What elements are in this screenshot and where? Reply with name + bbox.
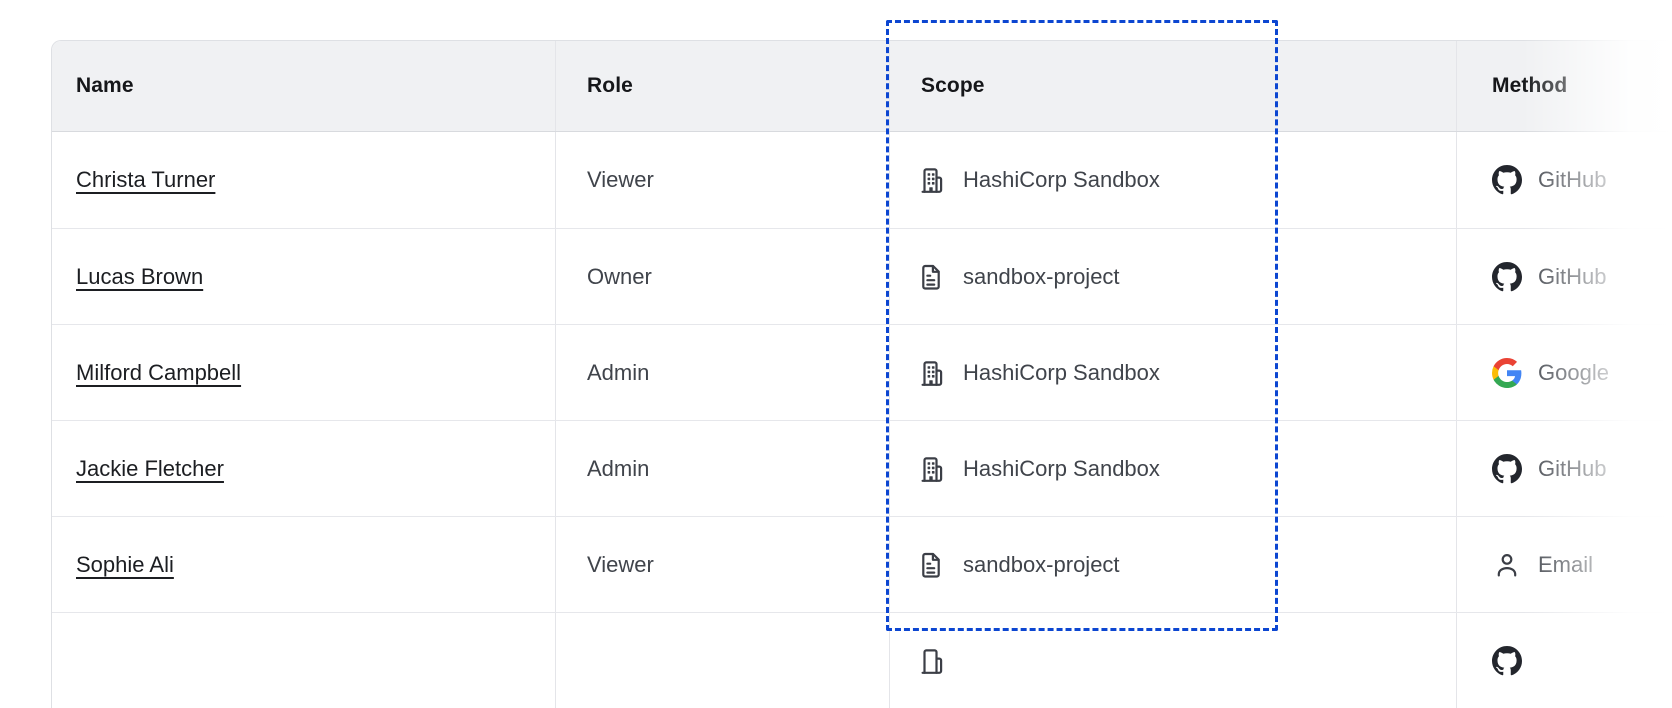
scope-value: HashiCorp Sandbox <box>963 167 1160 192</box>
column-header-method: Method <box>1456 41 1672 131</box>
file-text-icon <box>915 549 947 581</box>
role-value: Viewer <box>587 167 654 192</box>
column-header-scope: Scope <box>889 41 1456 131</box>
member-name-link[interactable]: Christa Turner <box>76 167 216 192</box>
table-row-partial <box>52 612 1672 708</box>
role-value: Owner <box>587 263 652 289</box>
github-icon <box>1492 453 1522 484</box>
role-value: Admin <box>587 359 650 385</box>
building-icon <box>915 164 947 196</box>
page: Name Role Scope Method Christa Turner Vi… <box>51 0 1672 708</box>
building-icon <box>915 357 947 389</box>
file-text-icon <box>915 261 947 293</box>
method-value: GitHub <box>1538 455 1607 481</box>
scope-value: HashiCorp Sandbox <box>963 455 1160 481</box>
building-icon <box>915 453 947 485</box>
column-header-role: Role <box>555 41 889 131</box>
table-row: Jackie Fletcher Admin HashiCorp Sandbox … <box>52 420 1672 516</box>
github-icon <box>1492 165 1522 195</box>
member-name-link[interactable]: Lucas Brown <box>76 263 204 289</box>
table-row: Milford Campbell Admin HashiCorp Sandbox… <box>52 324 1672 420</box>
table-header-row: Name Role Scope Method <box>52 41 1672 132</box>
member-name-link[interactable]: Jackie Fletcher <box>76 455 224 481</box>
role-value: Admin <box>587 455 650 481</box>
method-value: Email <box>1538 551 1594 577</box>
scope-value: sandbox-project <box>963 551 1120 577</box>
github-icon <box>1492 645 1522 676</box>
member-name-link[interactable]: Sophie Ali <box>76 551 174 577</box>
github-icon <box>1492 261 1522 292</box>
google-icon <box>1492 357 1522 388</box>
scope-value: sandbox-project <box>963 263 1120 289</box>
building-icon <box>915 645 947 677</box>
members-table: Name Role Scope Method Christa Turner Vi… <box>51 40 1672 708</box>
scope-value: HashiCorp Sandbox <box>963 359 1160 385</box>
method-value: GitHub <box>1538 167 1607 192</box>
role-value: Viewer <box>587 551 654 577</box>
method-value: Google <box>1538 359 1609 385</box>
column-header-name: Name <box>76 74 134 97</box>
table-row: Sophie Ali Viewer sandbox-project Email <box>52 516 1672 612</box>
member-name-link[interactable]: Milford Campbell <box>76 359 242 385</box>
user-icon <box>1492 550 1522 580</box>
table-row: Christa Turner Viewer HashiCorp Sandbox … <box>52 132 1672 228</box>
table-row: Lucas Brown Owner sandbox-project GitHub <box>52 228 1672 324</box>
method-value: GitHub <box>1538 263 1607 289</box>
